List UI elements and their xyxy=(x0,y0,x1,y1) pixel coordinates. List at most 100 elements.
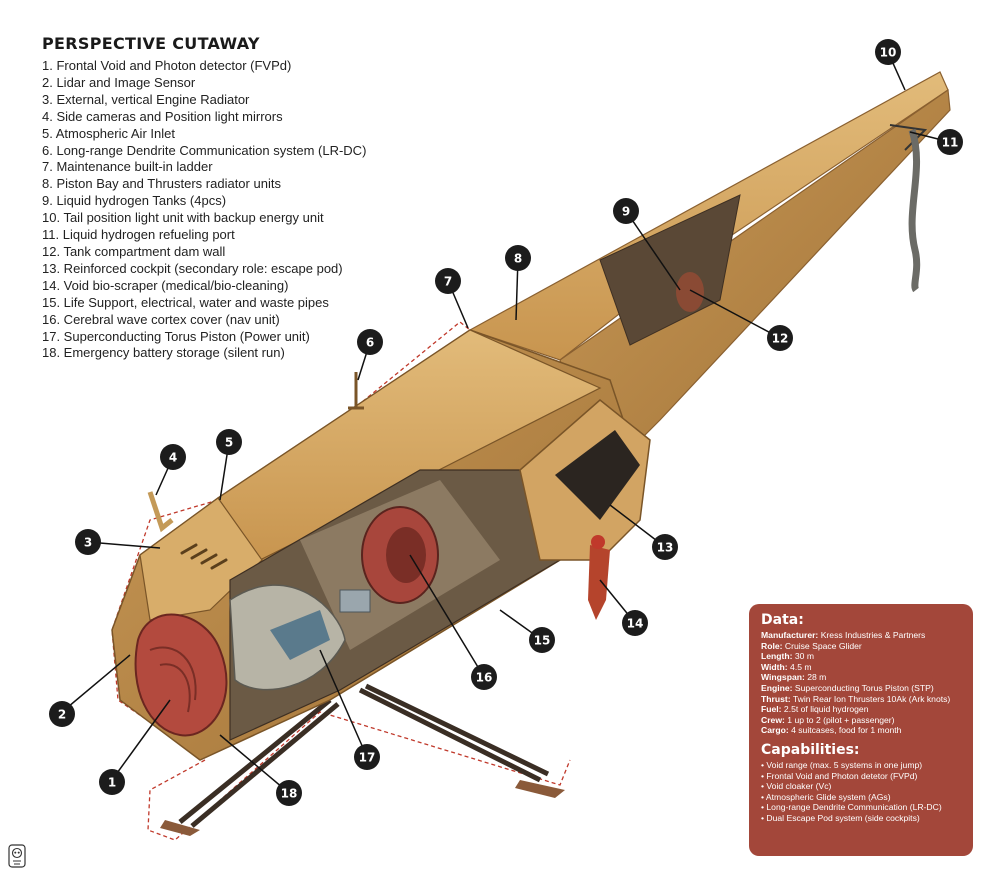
callout-15: 15 xyxy=(529,627,555,653)
interior-cutaway xyxy=(134,469,561,741)
legend-item: 6. Long-range Dendrite Communication sys… xyxy=(42,142,367,158)
cockpit-pod xyxy=(519,399,651,620)
spec-row: Engine: Superconducting Torus Piston (ST… xyxy=(761,683,961,694)
legend-item: 14. Void bio-scraper (medical/bio-cleani… xyxy=(42,277,289,293)
callout-10: 10 xyxy=(875,39,901,65)
antenna xyxy=(348,372,364,410)
callout-6: 6 xyxy=(357,329,383,355)
spec-label: Wingspan: xyxy=(761,672,805,683)
capabilities-heading: Capabilities: xyxy=(761,741,860,758)
svg-text:7: 7 xyxy=(444,275,452,289)
spec-list: Manufacturer: Kress Industries & Partner… xyxy=(761,630,961,736)
tail-boom xyxy=(468,71,951,482)
svg-text:14: 14 xyxy=(627,617,644,631)
spec-row: Manufacturer: Kress Industries & Partner… xyxy=(761,630,961,641)
svg-text:10: 10 xyxy=(880,46,897,60)
spec-value: 1 up to 2 (pilot + passenger) xyxy=(787,714,895,725)
spec-value: Cruise Space Glider xyxy=(784,640,862,651)
spec-label: Crew: xyxy=(761,714,785,725)
legend-item: 15. Life Support, electrical, water and … xyxy=(42,294,329,310)
callout-4: 4 xyxy=(160,444,186,470)
callout-1: 1 xyxy=(99,769,125,795)
legend-item: 8. Piston Bay and Thrusters radiator uni… xyxy=(42,176,281,192)
spec-label: Engine: xyxy=(761,682,793,693)
photon-detector xyxy=(134,613,228,737)
callout-3: 3 xyxy=(75,529,101,555)
capability-item: Frontal Void and Photon detetor (FVPd) xyxy=(761,771,961,782)
legend-item: 13. Reinforced cockpit (secondary role: … xyxy=(42,260,343,276)
spec-row: Wingspan: 28 m xyxy=(761,672,961,683)
spec-label: Manufacturer: xyxy=(761,630,819,640)
callout-2: 2 xyxy=(49,701,75,727)
spec-label: Width: xyxy=(761,661,788,672)
legend-item: 9. Liquid hydrogen Tanks (4pcs) xyxy=(42,193,227,209)
side-mirror xyxy=(147,491,174,533)
spec-value: 4 suitcases, food for 1 month xyxy=(791,725,902,736)
svg-text:13: 13 xyxy=(657,541,674,555)
svg-text:5: 5 xyxy=(225,436,233,450)
data-heading: Data: xyxy=(761,612,804,628)
legend-item: 5. Atmospheric Air Inlet xyxy=(42,125,175,141)
svg-text:4: 4 xyxy=(169,451,177,465)
spec-value: 30 m xyxy=(794,651,815,662)
callout-12: 12 xyxy=(767,325,793,351)
callout-14: 14 xyxy=(622,610,648,636)
legend-item: 1. Frontal Void and Photon detector (FVP… xyxy=(42,58,292,73)
spec-row: Role: Cruise Space Glider xyxy=(761,641,961,652)
svg-text:17: 17 xyxy=(359,751,376,765)
spec-row: Thrust: Twin Rear Ion Thrusters 10Ak (Ar… xyxy=(761,694,961,705)
capability-item: Void range (max. 5 systems in one jump) xyxy=(761,760,961,771)
hull-vents xyxy=(180,543,228,570)
spec-value: 28 m xyxy=(807,672,827,683)
spec-label: Role: xyxy=(761,640,783,651)
callout-11: 11 xyxy=(937,129,963,155)
svg-text:12: 12 xyxy=(772,332,789,346)
spec-value: 4.5 m xyxy=(790,661,812,672)
spec-label: Thrust: xyxy=(761,693,791,704)
spec-row: Fuel: 2.5t of liquid hydrogen xyxy=(761,704,961,715)
legend-item: 4. Side cameras and Position light mirro… xyxy=(42,108,283,124)
legend-item: 7. Maintenance built-in ladder xyxy=(42,159,213,175)
svg-text:8: 8 xyxy=(514,252,522,266)
capability-item: Dual Escape Pod system (side cockpits) xyxy=(761,813,961,824)
spec-row: Length: 30 m xyxy=(761,651,961,662)
skull-seal-icon xyxy=(8,844,26,868)
spec-label: Fuel: xyxy=(761,704,782,715)
svg-text:9: 9 xyxy=(622,205,630,219)
spec-row: Cargo: 4 suitcases, food for 1 month xyxy=(761,725,961,736)
callout-5: 5 xyxy=(216,429,242,455)
svg-text:11: 11 xyxy=(942,136,959,150)
spec-label: Cargo: xyxy=(761,725,789,736)
svg-text:1: 1 xyxy=(108,776,116,790)
crew-figure xyxy=(588,545,610,620)
capability-item: Void cloaker (Vc) xyxy=(761,781,961,792)
callout-16: 16 xyxy=(471,664,497,690)
capability-item: Atmospheric Glide system (AGs) xyxy=(761,792,961,803)
callout-9: 9 xyxy=(613,198,639,224)
legend-item: 2. Lidar and Image Sensor xyxy=(42,74,196,90)
spec-label: Length: xyxy=(761,651,793,662)
legend-item: 11. Liquid hydrogen refueling port xyxy=(42,227,235,243)
spec-value: Twin Rear Ion Thrusters 10Ak (Ark knots) xyxy=(792,693,951,704)
spec-value: Kress Industries & Partners xyxy=(820,630,926,640)
data-panel: Data: Manufacturer: Kress Industries & P… xyxy=(749,604,973,856)
svg-text:16: 16 xyxy=(476,671,493,685)
legend-item: 12. Tank compartment dam wall xyxy=(42,243,226,259)
callout-18: 18 xyxy=(276,780,302,806)
capability-item: Long-range Dendrite Communication (LR-DC… xyxy=(761,802,961,813)
svg-text:2: 2 xyxy=(58,708,66,722)
callout-7: 7 xyxy=(435,268,461,294)
svg-text:6: 6 xyxy=(366,336,374,350)
callout-13: 13 xyxy=(652,534,678,560)
capabilities-list: Void range (max. 5 systems in one jump)F… xyxy=(761,760,961,824)
page-title: PERSPECTIVE CUTAWAY xyxy=(42,34,260,53)
spec-value: Superconducting Torus Piston (STP) xyxy=(794,682,934,693)
svg-text:15: 15 xyxy=(534,634,551,648)
legend-list: 1. Frontal Void and Photon detector (FVP… xyxy=(42,58,366,362)
svg-text:3: 3 xyxy=(84,536,92,550)
svg-text:18: 18 xyxy=(281,787,298,801)
callout-17: 17 xyxy=(354,744,380,770)
legend-item: 3. External, vertical Engine Radiator xyxy=(42,91,250,107)
spec-row: Crew: 1 up to 2 (pilot + passenger) xyxy=(761,715,961,726)
